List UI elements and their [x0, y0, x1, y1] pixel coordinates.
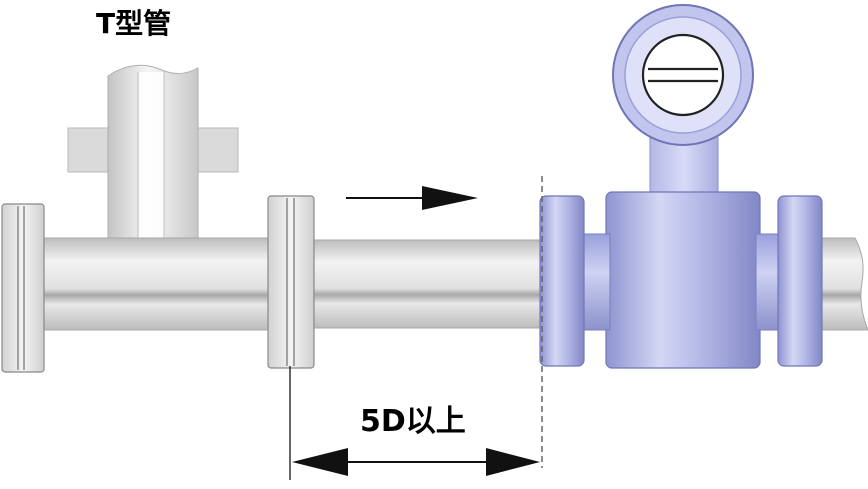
meter-display-face [641, 33, 725, 117]
meter-left-flange [539, 195, 585, 367]
meter-right-flange [777, 195, 823, 367]
distance-label: 5D以上 [360, 404, 466, 439]
dimension-arrows-icon [292, 448, 540, 476]
meter-left-coupling [579, 233, 611, 331]
flow-arrow-icon [346, 186, 478, 210]
meter-body [605, 191, 761, 369]
main-pipe-middle [299, 239, 551, 329]
left-end-flange [1, 203, 45, 373]
main-pipe-left [29, 237, 281, 331]
middle-flange [267, 195, 315, 369]
t-pipe-label: T型管 [96, 7, 172, 40]
electromagnetic-flowmeter [539, 4, 823, 369]
